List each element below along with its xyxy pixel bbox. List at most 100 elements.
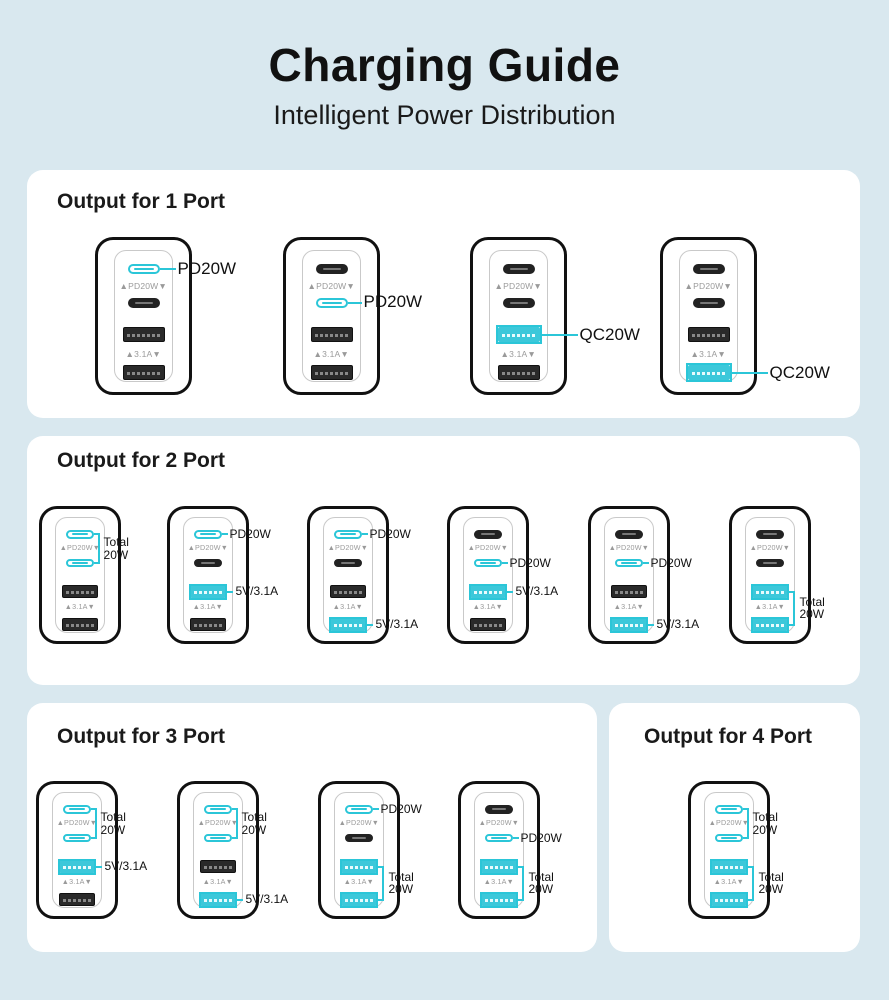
- usb-a-port-2: [711, 893, 747, 906]
- total-bracket: [518, 865, 525, 901]
- total-label: Total: [799, 594, 825, 609]
- usb-c-port-1: [334, 530, 362, 539]
- usb-a-port-1: [711, 860, 747, 873]
- usb-a-port-2: [341, 893, 377, 906]
- port-highlight-box: [709, 891, 749, 908]
- total-label: Total: [528, 869, 554, 884]
- port-highlight-box: [750, 616, 790, 633]
- usb-c-port-2: [715, 834, 743, 843]
- callout-line: [642, 562, 649, 565]
- usb-a-port-2: [190, 618, 226, 631]
- total-bracket: [90, 808, 97, 840]
- port-highlight-box: [709, 858, 749, 875]
- port-output-label: 5V/3.1A: [104, 858, 148, 873]
- usb-c-port-1: [502, 264, 535, 275]
- usb-a-port-1: [752, 585, 788, 598]
- usb-a-port-label: ▲3.1A▼: [64, 603, 95, 612]
- section-title-two-port: Output for 2 Port: [57, 449, 225, 472]
- pd-port-label: ▲PD20W▼: [307, 280, 356, 291]
- usb-a-port-1: [62, 585, 98, 598]
- port-output-label: PD20W: [369, 526, 411, 541]
- port-output-label: PD20W: [363, 292, 423, 312]
- usb-a-port-2: [330, 618, 366, 631]
- callout-line: [96, 865, 103, 868]
- callout-line: [372, 808, 379, 811]
- usb-a-port-label: ▲3.1A▼: [313, 348, 350, 359]
- usb-a-port-1: [59, 860, 95, 873]
- usb-a-port-label: ▲3.1A▼: [472, 603, 503, 612]
- port-output-label: PD20W: [177, 259, 237, 279]
- total-watt-label: 20W: [103, 547, 129, 562]
- port-highlight-box: [328, 616, 368, 633]
- callout-line: [237, 898, 244, 901]
- usb-a-port-label: ▲3.1A▼: [713, 878, 744, 887]
- usb-a-port-label: ▲3.1A▼: [500, 348, 537, 359]
- pd-port-label: ▲PD20W▼: [608, 543, 650, 552]
- usb-a-port-2: [497, 365, 540, 381]
- callout-line: [648, 623, 655, 626]
- pd-port-label: ▲PD20W▼: [119, 280, 168, 291]
- port-highlight-box: [685, 363, 732, 383]
- usb-c-port-2: [502, 297, 535, 308]
- usb-a-port-2: [470, 618, 506, 631]
- port-highlight-box: [339, 858, 379, 875]
- usb-a-port-label: ▲3.1A▼: [754, 603, 785, 612]
- usb-c-port-2: [345, 834, 373, 843]
- page-subtitle: Intelligent Power Distribution: [273, 100, 616, 130]
- callout-line: [731, 371, 768, 374]
- callout-line: [227, 590, 234, 593]
- usb-a-port-1: [481, 860, 517, 873]
- usb-a-port-1: [341, 860, 377, 873]
- usb-a-port-2: [310, 365, 353, 381]
- usb-c-port-1: [345, 805, 373, 814]
- pd-port-label: ▲PD20W▼: [338, 818, 380, 827]
- port-output-label: QC20W: [769, 362, 830, 382]
- usb-c-port-1: [66, 530, 94, 539]
- usb-a-port-2: [687, 365, 730, 381]
- usb-a-port-label: ▲3.1A▼: [613, 603, 644, 612]
- usb-a-port-label: ▲3.1A▼: [332, 603, 363, 612]
- port-highlight-box: [198, 891, 238, 908]
- usb-a-port-label: ▲3.1A▼: [61, 878, 92, 887]
- usb-a-port-1: [497, 327, 540, 343]
- port-highlight-box: [479, 858, 519, 875]
- callout-line: [361, 533, 368, 536]
- usb-a-port-2: [59, 893, 95, 906]
- pd-port-label: ▲PD20W▼: [749, 543, 791, 552]
- usb-a-port-label: ▲3.1A▼: [690, 348, 727, 359]
- port-highlight-box: [57, 858, 97, 875]
- usb-a-port-1: [330, 585, 366, 598]
- usb-c-port-1: [127, 264, 160, 275]
- usb-c-port-1: [485, 805, 513, 814]
- usb-a-port-2: [752, 618, 788, 631]
- usb-a-port-2: [200, 893, 236, 906]
- usb-a-port-1: [200, 860, 236, 873]
- usb-a-port-2: [611, 618, 647, 631]
- total-watt-label: 20W: [100, 822, 126, 837]
- callout-line: [159, 268, 176, 271]
- usb-a-port-label: ▲3.1A▼: [125, 348, 162, 359]
- usb-c-port-2: [474, 559, 502, 568]
- total-label: Total: [388, 869, 414, 884]
- port-output-label: PD20W: [520, 830, 562, 845]
- total-watt-label: 20W: [752, 822, 778, 837]
- usb-c-port-1: [63, 805, 91, 814]
- callout-line: [367, 623, 374, 626]
- total-watt-label: 20W: [758, 882, 784, 897]
- usb-c-port-1: [194, 530, 222, 539]
- total-bracket: [231, 808, 238, 840]
- usb-a-port-1: [687, 327, 730, 343]
- port-output-label: 5V/3.1A: [235, 583, 279, 598]
- total-label: Total: [752, 810, 778, 825]
- port-output-label: QC20W: [579, 324, 640, 344]
- pd-port-label: ▲PD20W▼: [327, 543, 369, 552]
- total-label: Total: [758, 869, 784, 884]
- usb-c-port-1: [315, 264, 348, 275]
- panel-two-port: [27, 436, 860, 685]
- usb-c-port-2: [194, 559, 222, 568]
- usb-c-port-2: [485, 834, 513, 843]
- port-highlight-box: [188, 583, 228, 600]
- port-highlight-box: [495, 325, 542, 345]
- pd-port-label: ▲PD20W▼: [56, 818, 98, 827]
- total-watt-label: 20W: [241, 822, 267, 837]
